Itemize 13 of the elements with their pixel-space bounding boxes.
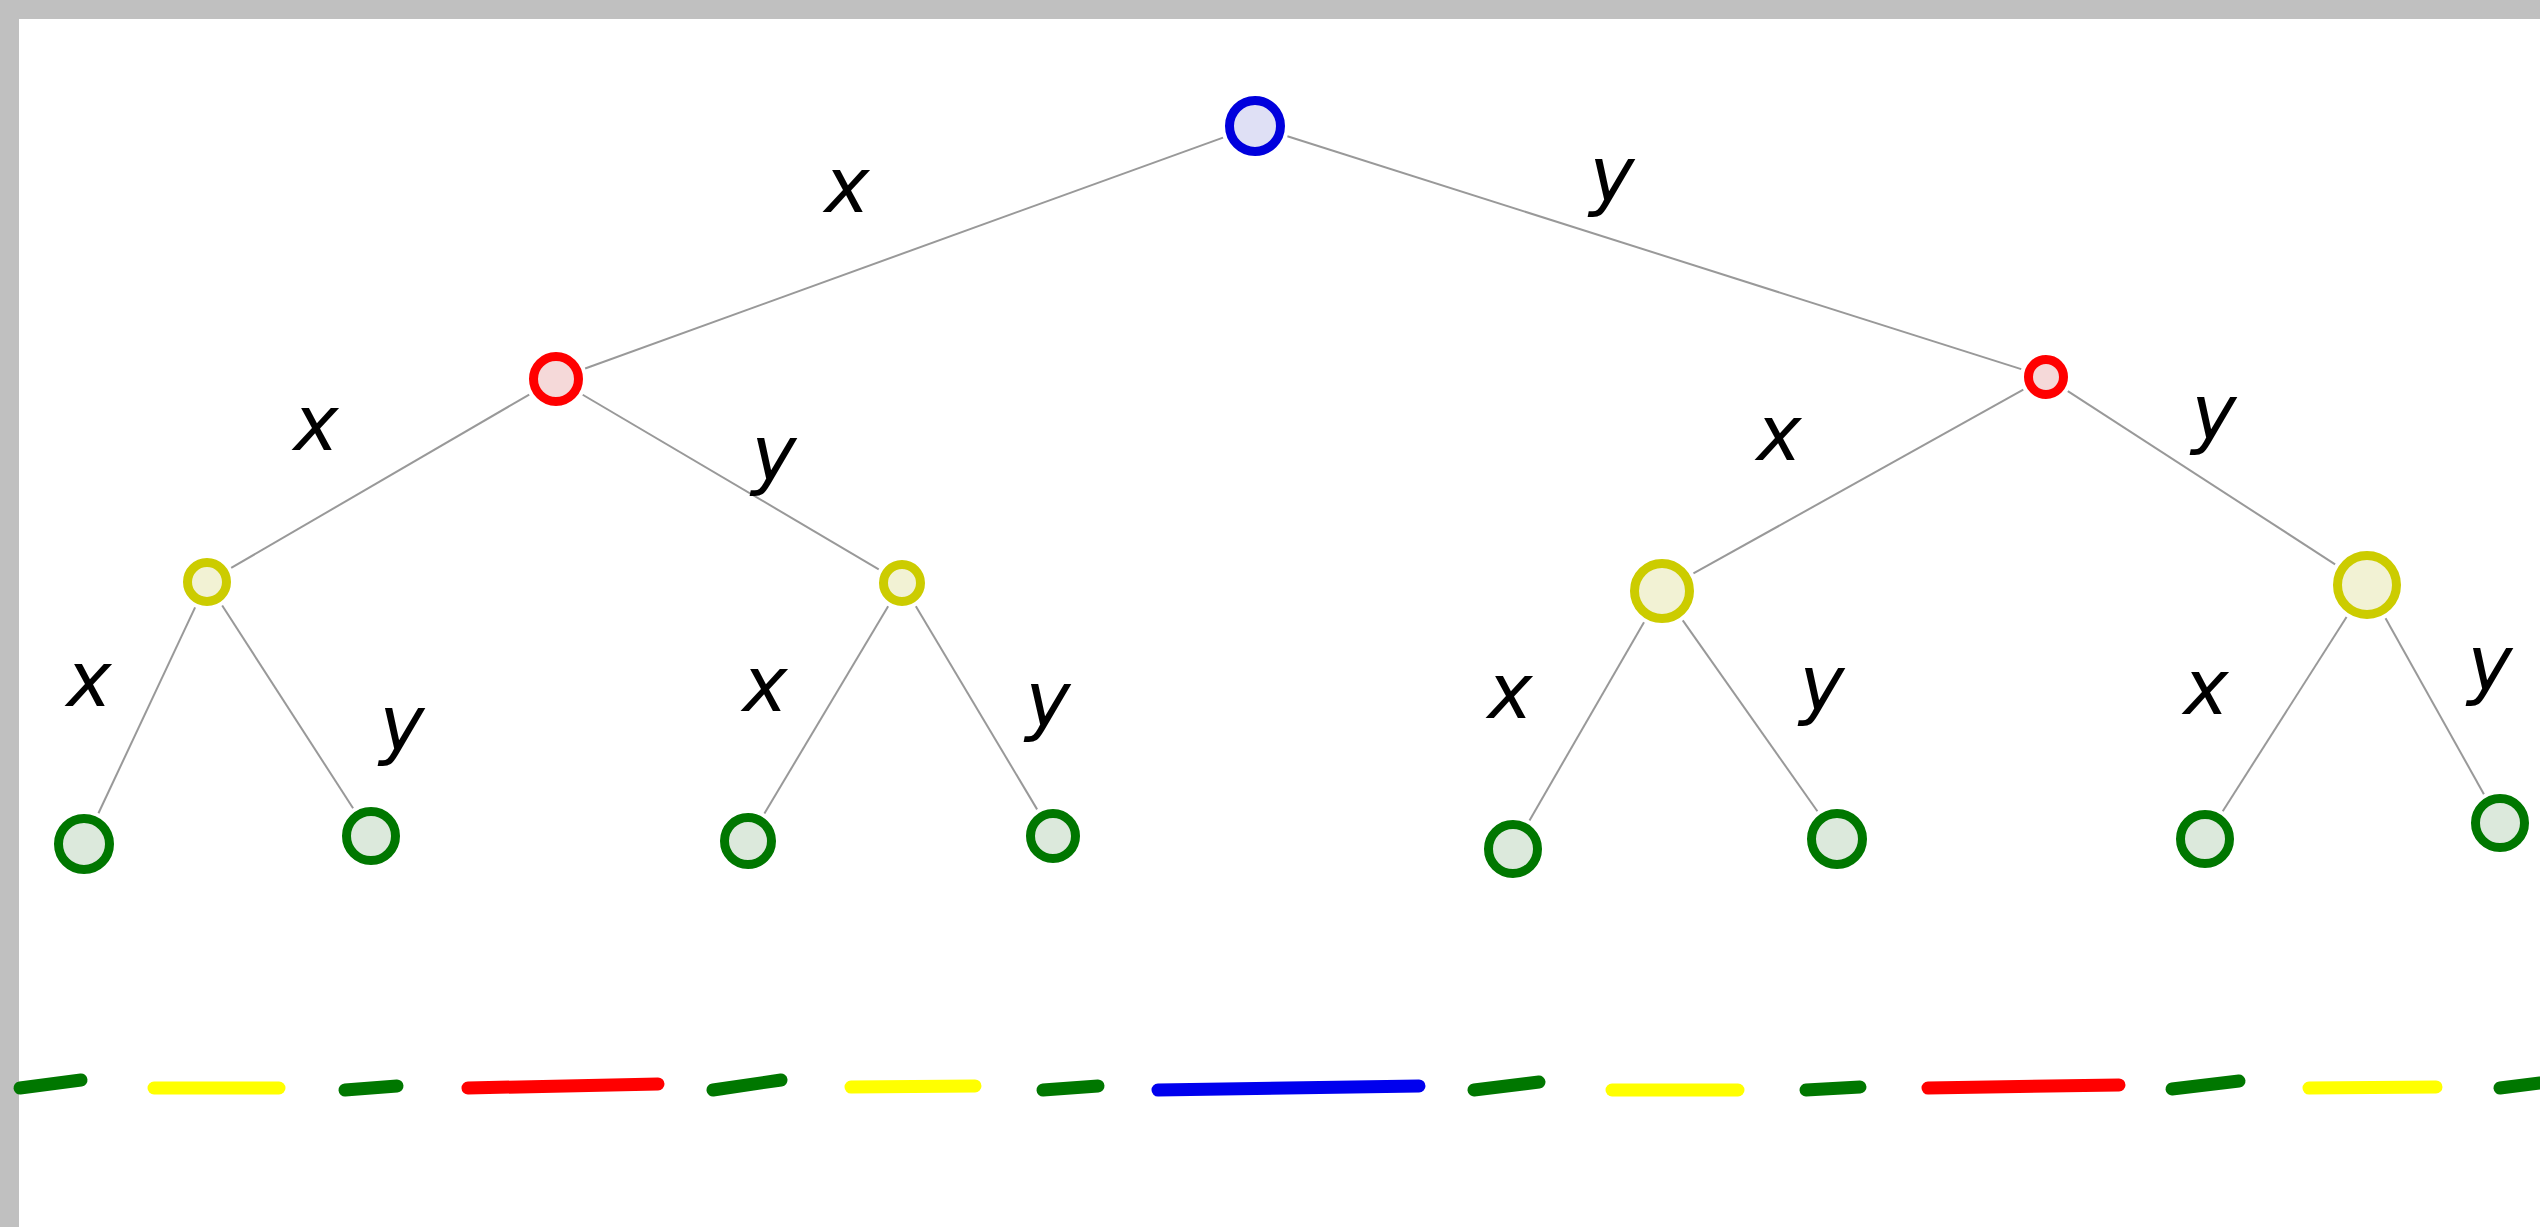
- connector-line: [1286, 135, 2023, 371]
- edge-label: x: [2183, 650, 2229, 726]
- edge-label: x: [1756, 396, 1802, 472]
- connector-line: [914, 605, 1039, 811]
- edge-label: x: [293, 386, 339, 462]
- connector-line: [97, 606, 197, 815]
- edge-label: x: [742, 647, 788, 723]
- connector-line: [584, 136, 1225, 370]
- edge-label: x: [824, 148, 870, 224]
- connector-line: [230, 393, 531, 569]
- edge-label: x: [1487, 654, 1533, 730]
- connector-line: [763, 605, 890, 815]
- edge-label: x: [66, 642, 112, 718]
